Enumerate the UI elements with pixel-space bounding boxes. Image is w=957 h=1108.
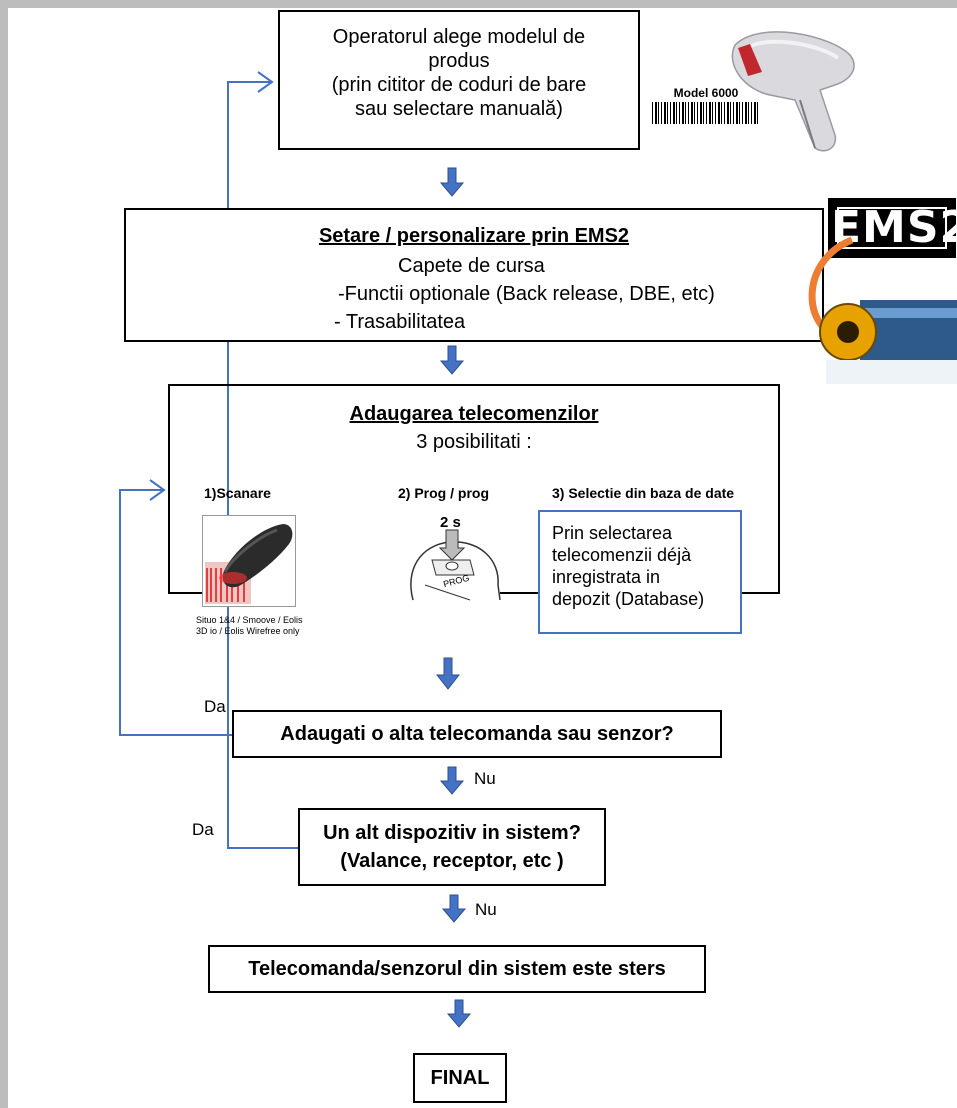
other-device-line-2: (Valance, receptor, etc ) xyxy=(340,850,564,872)
operator-line-2: produs xyxy=(428,50,490,72)
add-remotes-bottom-left xyxy=(168,592,210,594)
add-remotes-box: Adaugarea telecomenzilor 3 posibilitati … xyxy=(168,384,780,594)
setup-line-3: - Trasabilitatea xyxy=(334,311,466,333)
down-arrow-2 xyxy=(439,345,465,375)
remote-deleted-box: Telecomanda/senzorul din sistem este ste… xyxy=(208,945,706,993)
setup-line-2: -Functii optionale (Back release, DBE, e… xyxy=(338,283,715,305)
add-remotes-bottom-right xyxy=(740,592,780,594)
final-box: FINAL xyxy=(413,1053,507,1103)
ems2-logo-text: EMS2 xyxy=(831,202,957,253)
prog-timer: 2 s xyxy=(440,514,461,531)
label-nu-1: Nu xyxy=(474,769,496,788)
loop-other-device-arrowhead xyxy=(257,71,274,93)
remote-deleted-text: Telecomanda/senzorul din sistem este ste… xyxy=(248,958,666,980)
loop-add-another-line xyxy=(119,489,232,736)
operator-line-4: sau selectare manuală) xyxy=(355,98,563,120)
barcode-model-text: Model 6000 xyxy=(673,86,739,100)
add-another-remote-box: Adaugati o alta telecomanda sau senzor? xyxy=(232,710,722,758)
down-arrow-1 xyxy=(439,167,465,197)
barcode-label: Model 6000 xyxy=(652,86,760,124)
database-selection-box: Prin selectarea telecomenzii déjà inregi… xyxy=(538,510,742,634)
operator-line-3: (prin cititor de coduri de bare xyxy=(331,74,587,96)
barcode-stripes xyxy=(652,102,760,124)
other-device-line-1: Un alt dispozitiv in sistem? xyxy=(323,822,581,844)
database-line-4: depozit (Database) xyxy=(552,589,705,609)
setup-ems2-box: Setare / personalizare prin EMS2 Capete … xyxy=(124,208,824,342)
option-database-label: 3) Selectie din baza de date xyxy=(552,485,735,501)
down-arrow-3 xyxy=(435,657,461,690)
setup-title: Setare / personalizare prin EMS2 xyxy=(318,225,630,247)
add-remotes-subtitle: 3 posibilitati : xyxy=(416,431,532,453)
down-arrow-5 xyxy=(441,894,467,923)
handheld-scanner-icon xyxy=(205,524,293,604)
page-border-top xyxy=(0,0,957,8)
option-scan-label: 1)Scanare xyxy=(204,485,271,501)
scanner-caption-line-1: Situo 1&4 / Smoove / Eolis xyxy=(196,615,303,625)
add-remotes-bottom-mid xyxy=(500,592,538,594)
loop-other-device-line xyxy=(227,81,298,849)
option-prog-label: 2) Prog / prog xyxy=(398,485,489,501)
label-da-1: Da xyxy=(204,697,226,716)
database-line-2: telecomenzii déjà xyxy=(552,545,692,565)
operator-choose-model-box: Operatorul alege modelul de produs (prin… xyxy=(278,10,640,150)
database-line-3: inregistrata in xyxy=(552,567,661,587)
down-arrow-to-final xyxy=(446,999,472,1028)
add-another-remote-text: Adaugati o alta telecomanda sau senzor? xyxy=(280,723,674,745)
label-da-2: Da xyxy=(192,820,214,839)
scanner-photo xyxy=(202,515,296,607)
down-arrow-4 xyxy=(439,766,465,795)
add-remotes-title: Adaugarea telecomenzilor xyxy=(349,403,599,425)
final-text: FINAL xyxy=(430,1067,490,1089)
other-device-box: Un alt dispozitiv in sistem? (Valance, r… xyxy=(298,808,606,886)
label-nu-2: Nu xyxy=(475,900,497,919)
setup-line-1: Capete de cursa xyxy=(398,255,545,277)
scanner-caption: Situo 1&4 / Smoove / Eolis 3D io / Eolis… xyxy=(196,615,303,637)
page-border-left xyxy=(0,0,8,1108)
ems2-logo: EMS2 xyxy=(828,198,957,258)
scanner-caption-line-2: 3D io / Eolis Wirefree only xyxy=(196,626,300,636)
loop-add-another-arrowhead xyxy=(149,479,166,501)
operator-line-1: Operatorul alege modelul de xyxy=(332,26,586,48)
database-line-1: Prin selectarea xyxy=(552,523,673,543)
